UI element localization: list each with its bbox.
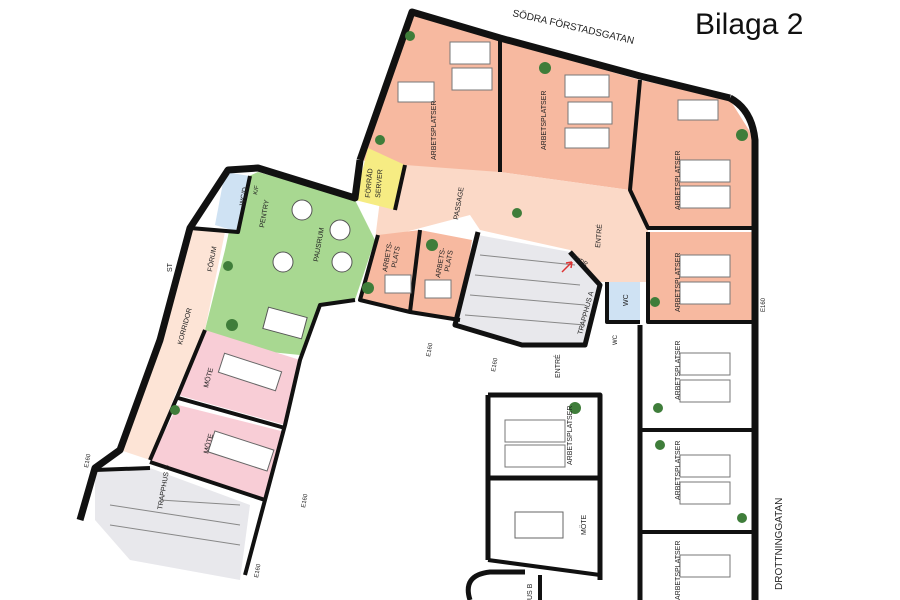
label-wcd: WC/D xyxy=(239,187,249,207)
pause-tables xyxy=(262,199,353,340)
storage-room xyxy=(355,148,405,210)
label-kf: K/F xyxy=(253,185,261,196)
page-title: Bilaga 2 xyxy=(695,8,804,41)
plants xyxy=(170,31,748,523)
label-st: ST xyxy=(167,262,174,272)
label-mote-3: MÖTE xyxy=(580,514,588,535)
entrance-arrow-icon xyxy=(561,261,573,273)
label-office-mid: ARBETSPLATSER xyxy=(567,406,574,465)
stair-treads xyxy=(109,254,586,546)
desk-clusters xyxy=(384,41,731,578)
label-e160-4: E160 xyxy=(84,453,92,468)
wc-east xyxy=(607,282,640,322)
street-label-east: DROTTNINGGATAN xyxy=(774,498,785,590)
label-e160-6: E160 xyxy=(254,563,262,578)
label-workroom-2b: PLATS xyxy=(444,249,455,272)
label-office-se3: ARBETSPLATSER xyxy=(675,541,682,600)
meeting-tables xyxy=(207,352,564,539)
stairwell-d xyxy=(95,468,250,580)
label-e160-5: E160 xyxy=(301,493,309,508)
corridor-area xyxy=(120,228,225,460)
label-entre-lower: ENTRÉ xyxy=(553,354,562,378)
label-office-n: ARBETSPLATSER xyxy=(541,91,548,150)
walls xyxy=(76,8,759,600)
label-e160-1: E160 xyxy=(761,297,767,312)
label-office-se2: ARBETSPLATSER xyxy=(675,441,682,500)
label-e160-3: E160 xyxy=(491,357,499,372)
label-office-se1: ARBETSPLATSER xyxy=(675,341,682,400)
label-pentry: PENTRY xyxy=(259,199,271,228)
label-storage-2: SERVER xyxy=(375,169,384,198)
label-workroom-1b: PLATS xyxy=(391,245,402,268)
label-office-e: ARBETSPLATSER xyxy=(675,253,682,312)
label-wc-east-2: WC xyxy=(613,334,619,345)
label-e160-2: E160 xyxy=(426,342,434,357)
label-trapphus-b: US B xyxy=(527,583,534,600)
label-office-nw: ARBETSPLATSER xyxy=(431,101,438,160)
street-label-north: SÖDRA FÖRSTADSGATAN xyxy=(511,7,635,47)
label-storage-1: FÖRRÅD xyxy=(363,168,375,198)
label-office-ne: ARBETSPLATSER xyxy=(675,151,682,210)
wc-room xyxy=(215,172,250,232)
label-entre: ENTRÉ xyxy=(593,223,604,248)
label-wc-east: WC xyxy=(623,294,630,306)
passage-area xyxy=(375,165,648,282)
